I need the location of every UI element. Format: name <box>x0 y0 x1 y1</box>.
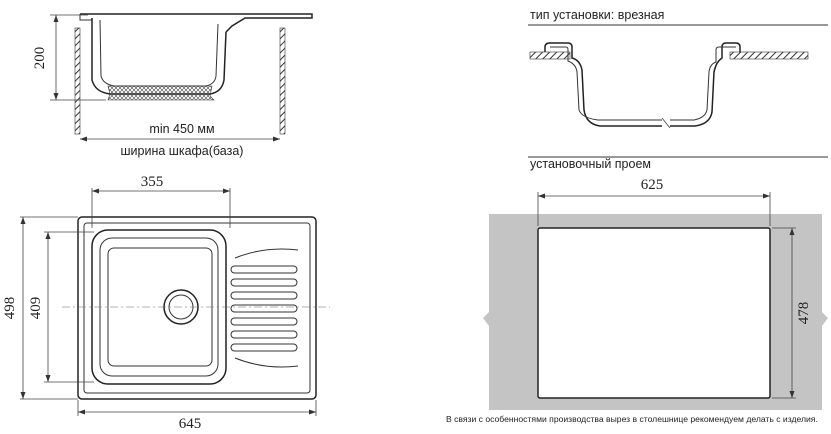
top-view: 355 498 409 645 <box>2 174 330 432</box>
total-depth-dimension: 498 <box>2 297 18 320</box>
footnote: В связи с особенностями производства выр… <box>446 414 818 424</box>
cabinet-wall-left <box>74 27 81 135</box>
min-width-label: min 450 мм <box>149 122 214 136</box>
bowl-base <box>107 85 215 101</box>
rim-left-edge <box>79 14 92 21</box>
cabinet-wall-right <box>279 27 286 135</box>
drainboard-ribs <box>230 248 299 368</box>
install-type-section: тип установки: врезная <box>528 8 828 129</box>
install-type-label: тип установки: врезная <box>530 8 664 22</box>
cutout-label: установочный проем <box>530 157 651 171</box>
bowl-inner <box>99 19 219 87</box>
depth-dimension: 200 <box>32 47 48 70</box>
total-width-dimension: 645 <box>179 416 202 432</box>
bowl-outer <box>91 18 227 95</box>
cabinet-width-label: ширина шкафа(база) <box>121 144 244 158</box>
cutout-opening <box>537 227 771 399</box>
cutout-section: установочный проем 625 478 <box>483 156 828 410</box>
side-view: 200 min 450 мм ширина шкафа(база) <box>32 13 313 158</box>
sink-inner-outline <box>83 222 311 394</box>
cutout-width-dimension: 625 <box>641 177 664 193</box>
sink-profile-right <box>670 42 741 127</box>
bowl-width-dimension: 355 <box>141 174 164 190</box>
sink-outline <box>77 216 317 400</box>
sink-rim <box>80 13 313 33</box>
countertop-right <box>729 51 809 60</box>
countertop-left <box>529 51 571 60</box>
bowl-depth-dimension: 409 <box>28 297 44 320</box>
cutout-depth-dimension: 478 <box>796 302 812 325</box>
